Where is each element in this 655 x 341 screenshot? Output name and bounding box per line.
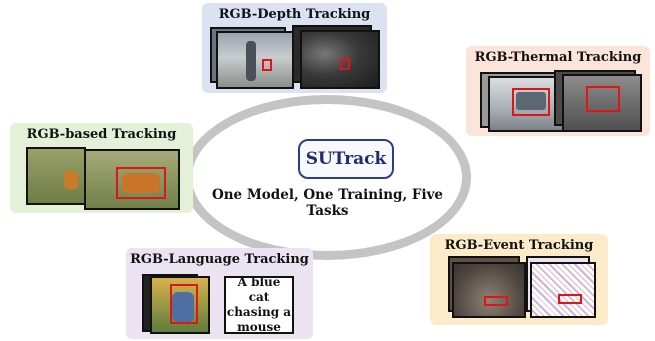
language-frame xyxy=(150,276,210,334)
event-map-frame xyxy=(530,262,596,318)
slogan: One Model, One Training, Five Tasks xyxy=(211,187,444,219)
rgb-frame xyxy=(84,149,180,210)
rgb-bbox xyxy=(116,167,166,199)
rgb-frame-back xyxy=(26,147,86,205)
depth-map-frame xyxy=(300,30,380,89)
panel-title-event: RGB-Event Tracking xyxy=(444,238,594,253)
thermal-car xyxy=(516,92,546,110)
panel-rgb-language: RGB-Language Tracking A blue cat chasing… xyxy=(126,248,313,339)
panel-title-depth: RGB-Depth Tracking xyxy=(218,7,371,22)
rgb-tiger-small xyxy=(64,171,78,189)
event-rgb-bbox xyxy=(484,296,508,306)
thermal-ir-frame xyxy=(562,74,642,132)
event-map-bbox xyxy=(558,294,582,304)
sutrack-logo: SUTrack xyxy=(298,139,394,179)
panel-rgb-based: RGB-based Tracking xyxy=(10,123,193,213)
panel-title-thermal: RGB-Thermal Tracking xyxy=(474,50,642,65)
thermal-ir-bbox xyxy=(586,86,620,112)
depth-map-bbox xyxy=(340,58,350,70)
rgb-tiger xyxy=(122,173,160,193)
language-caption: A blue cat chasing a mouse xyxy=(224,275,294,334)
panel-title-rgb: RGB-based Tracking xyxy=(26,127,177,142)
thermal-rgb-bbox xyxy=(512,88,550,116)
thermal-rgb-frame xyxy=(488,76,566,132)
language-cat xyxy=(172,292,194,322)
depth-rgb-bbox xyxy=(262,59,272,71)
panel-rgb-event: RGB-Event Tracking xyxy=(430,234,608,325)
language-bbox xyxy=(170,284,198,324)
panel-title-language: RGB-Language Tracking xyxy=(130,252,309,267)
event-rgb-frame xyxy=(452,262,526,318)
depth-rgb-frame xyxy=(216,31,294,89)
panel-rgb-depth: RGB-Depth Tracking xyxy=(202,3,387,93)
panel-rgb-thermal: RGB-Thermal Tracking xyxy=(466,46,650,136)
depth-person xyxy=(246,41,256,81)
